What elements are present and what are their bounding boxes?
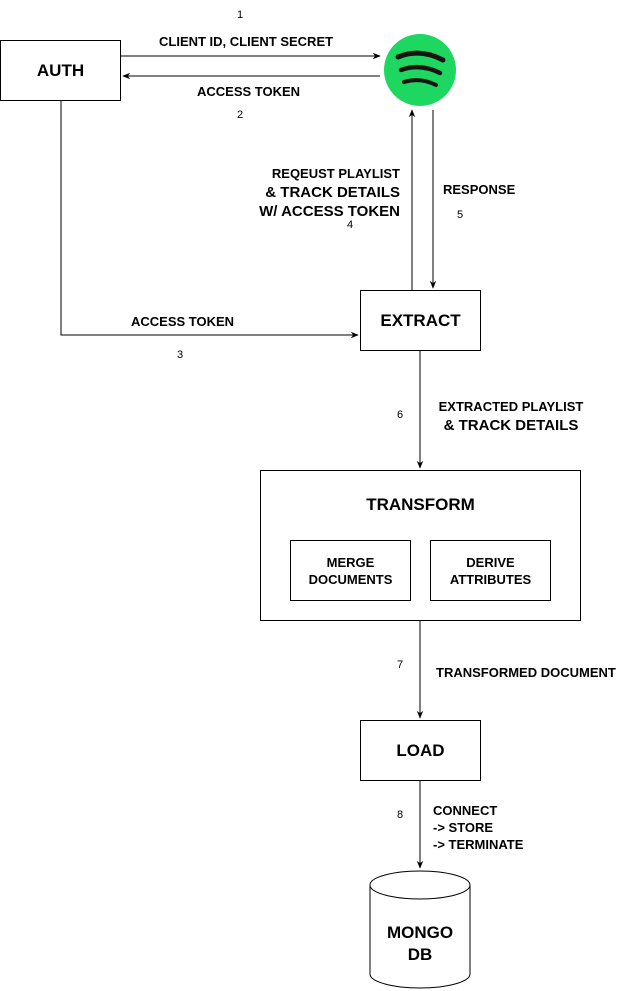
auth-box: AUTH: [0, 40, 121, 101]
derive-label-line1: DERIVE: [466, 554, 515, 570]
edge-6-step: 6: [397, 409, 404, 421]
edge-6-label: EXTRACTED PLAYLIST & TRACK DETAILS: [431, 398, 591, 435]
edge-7-step: 7: [397, 659, 404, 671]
edge-2-label: ACCESS TOKEN: [197, 84, 301, 99]
derive-label-line2: ATTRIBUTES: [449, 571, 532, 587]
edge-5-step: 5: [457, 209, 464, 221]
spotify-logo-icon: [384, 34, 456, 106]
transform-label: TRANSFORM: [366, 495, 475, 514]
edge-4-label-line2: & TRACK DETAILS: [265, 184, 400, 201]
edge-8-label: CONNECT -> STORE -> TERMINATE: [433, 802, 523, 853]
edge-5-label: RESPONSE: [443, 182, 516, 197]
edge-6-label-line2: & TRACK DETAILS: [443, 417, 579, 434]
load-box: LOAD: [360, 720, 481, 781]
edge-4-step: 4: [347, 219, 354, 231]
edge-2-step: 2: [237, 109, 244, 121]
extract-label: EXTRACT: [380, 310, 461, 330]
edge-4-label-line3: W/ ACCESS TOKEN: [259, 203, 400, 220]
merge-label-line2: DOCUMENTS: [308, 571, 393, 587]
edge-8-label-line1: CONNECT: [433, 803, 498, 818]
derive-attributes-box: DERIVE ATTRIBUTES: [430, 540, 551, 601]
edge-8-step: 8: [397, 809, 404, 821]
merge-label-line1: MERGE: [326, 554, 375, 570]
extract-box: EXTRACT: [360, 290, 481, 351]
mongodb-cylinder: [369, 870, 471, 989]
edge-8-label-line3: -> TERMINATE: [433, 837, 524, 852]
edge-3-step: 3: [177, 349, 184, 361]
mongodb-label: MONGO DB: [370, 922, 470, 966]
edge-4-label: REQEUST PLAYLIST & TRACK DETAILS W/ ACCE…: [259, 164, 400, 221]
edge-7-label: TRANSFORMED DOCUMENT: [436, 665, 616, 680]
load-label: LOAD: [396, 740, 445, 760]
auth-label: AUTH: [36, 60, 85, 80]
edge-8-label-line2: -> STORE: [433, 820, 494, 835]
edge-3-line: [60, 101, 359, 339]
edge-1-step: 1: [237, 9, 244, 21]
edge-3-label: ACCESS TOKEN: [131, 314, 235, 329]
edge-4-label-line1: REQEUST PLAYLIST: [271, 166, 400, 181]
merge-documents-box: MERGE DOCUMENTS: [290, 540, 411, 601]
edge-6-label-line1: EXTRACTED PLAYLIST: [438, 399, 584, 414]
edge-1-label: CLIENT ID, CLIENT SECRET: [159, 34, 334, 49]
mongodb-label-line2: DB: [407, 945, 433, 964]
mongodb-label-line1: MONGO: [386, 923, 454, 942]
